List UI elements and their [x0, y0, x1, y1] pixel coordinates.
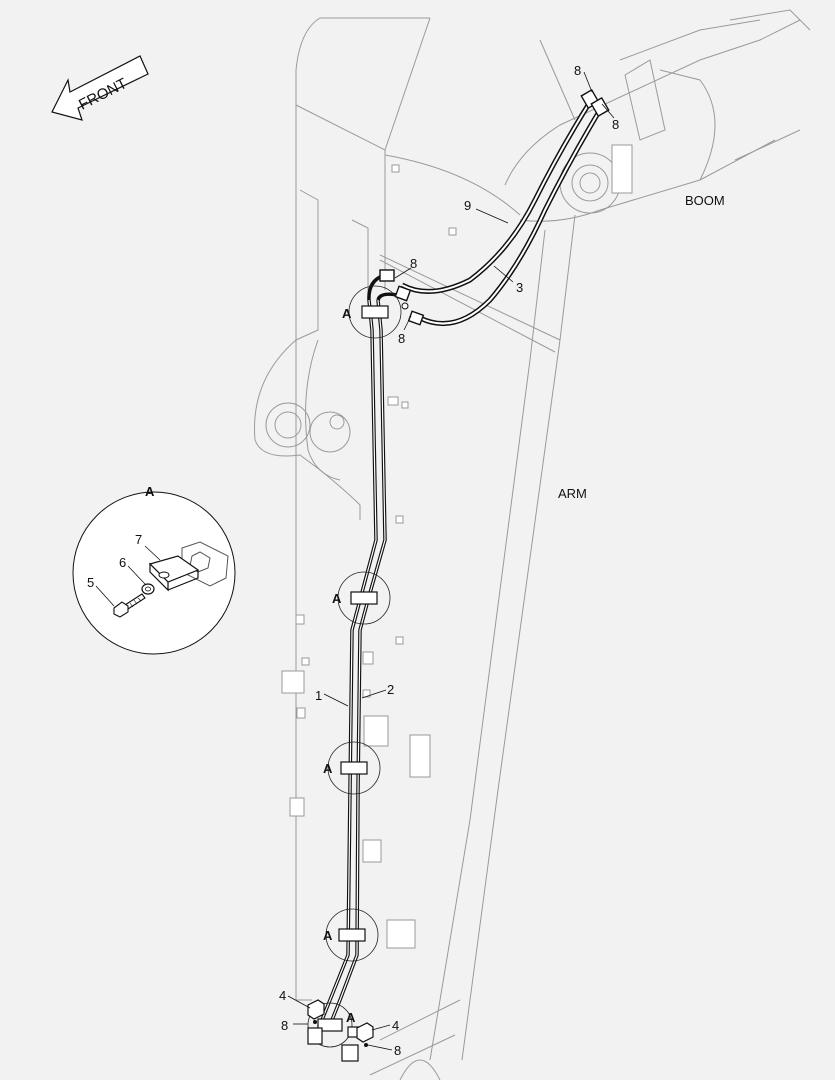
clamp-a-label: A — [323, 928, 333, 943]
callout-4: 4 — [392, 1018, 399, 1033]
front-arrow: FRONT — [51, 55, 149, 121]
callout-5: 5 — [87, 575, 94, 590]
callout-2: 2 — [387, 682, 394, 697]
callout-6: 6 — [119, 555, 126, 570]
labels: BOOM ARM A 8 8 9 3 8 8 7 6 5 1 2 A A A A… — [87, 63, 725, 1058]
callout-8: 8 — [612, 117, 619, 132]
detail-a-title: A — [145, 484, 155, 499]
callout-1: 1 — [315, 688, 322, 703]
callout-8: 8 — [410, 256, 417, 271]
bottom-fittings — [307, 999, 374, 1062]
hydraulic-lines — [316, 88, 610, 1031]
clamp-a-label: A — [323, 761, 333, 776]
boom-label: BOOM — [685, 193, 725, 208]
leader-lines — [287, 71, 615, 1051]
callout-4: 4 — [279, 988, 286, 1003]
detail-a-inset — [72, 491, 236, 655]
callout-8: 8 — [281, 1018, 288, 1033]
arm-label: ARM — [558, 486, 587, 501]
clamp-markers — [307, 285, 402, 1048]
clamp-a-label: A — [342, 306, 352, 321]
arm-outline — [254, 17, 576, 1080]
callout-3: 3 — [516, 280, 523, 295]
clamp-a-label: A — [346, 1010, 356, 1025]
callout-7: 7 — [135, 532, 142, 547]
callout-8: 8 — [574, 63, 581, 78]
callout-8: 8 — [394, 1043, 401, 1058]
callout-9: 9 — [464, 198, 471, 213]
clamp-a-label: A — [332, 591, 342, 606]
boom-outline — [504, 9, 811, 222]
callout-8: 8 — [398, 331, 405, 346]
